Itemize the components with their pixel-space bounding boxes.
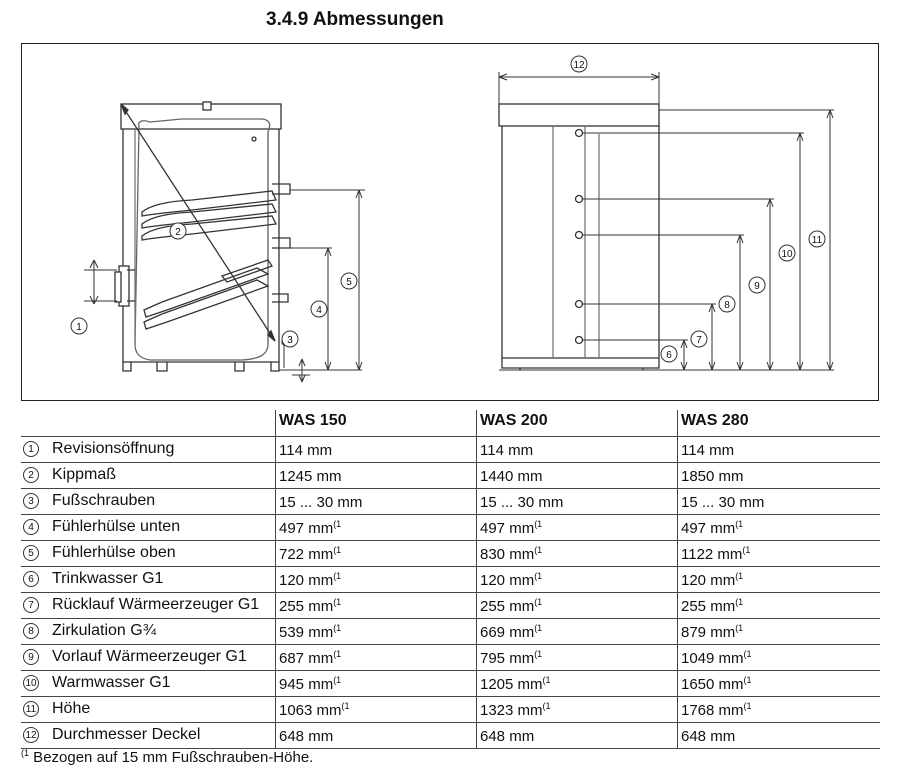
row-number: 7: [23, 597, 39, 613]
row-value: 120 mm(1: [480, 571, 543, 589]
lower-heat-coil: [143, 259, 289, 330]
row-value: 114 mm: [681, 442, 735, 459]
row-value: 114 mm: [279, 442, 333, 459]
row-label: Kippmaß: [52, 466, 117, 483]
row-value: 722 mm(1: [279, 545, 342, 563]
row-value: 497 mm(1: [279, 519, 342, 537]
row-label: Fühlerhülse unten: [52, 518, 181, 535]
ref-8: 8: [724, 300, 730, 311]
dimension-drawing: 1 2 3 4 5 12 6 7 8 9 10 11: [21, 43, 879, 401]
header-was-280: WAS 280: [681, 412, 749, 429]
row-number: 11: [23, 701, 39, 717]
table-row: 7 Rücklauf Wärmeerzeuger G1 255 mm(1 255 mm…: [21, 592, 880, 618]
row-value: 1440 mm: [480, 468, 543, 485]
row-value: 114 mm: [480, 442, 534, 459]
table-row: 8 Zirkulation G¾ 539 mm(1 669 mm(1 879 mm(1: [21, 618, 880, 644]
row-value: 669 mm(1: [480, 623, 543, 641]
row-label: Fühlerhülse oben: [52, 544, 176, 561]
row-label: Revisionsöffnung: [52, 440, 175, 457]
ref-4: 4: [316, 305, 322, 316]
upper-heat-coil: [141, 183, 291, 249]
table-header: WAS 150 WAS 200 WAS 280: [21, 410, 880, 436]
row-value: 648 mm: [681, 728, 736, 745]
row-number: 12: [23, 727, 39, 743]
row-value: 830 mm(1: [480, 545, 543, 563]
footnote: (1 Bezogen auf 15 mm Fußschrauben-Höhe.: [21, 748, 313, 766]
row-number: 8: [23, 623, 39, 639]
row-value: 1650 mm(1: [681, 675, 752, 693]
ref-11: 11: [812, 235, 823, 246]
row-value: 1049 mm(1: [681, 649, 752, 667]
row-number: 4: [23, 519, 39, 535]
row-value: 497 mm(1: [681, 519, 744, 537]
footnote-text: Bezogen auf 15 mm Fußschrauben-Höhe.: [29, 749, 314, 766]
ref-2: 2: [175, 227, 181, 238]
ref-6: 6: [666, 350, 672, 361]
row-value: 1063 mm(1: [279, 701, 350, 719]
ref-7: 7: [696, 335, 702, 346]
row-label: Fußschrauben: [52, 492, 156, 509]
table-row: 2 Kippmaß 1245 mm 1440 mm 1850 mm: [21, 462, 880, 488]
row-value: 1122 mm(1: [681, 545, 751, 563]
row-value: 1850 mm: [681, 468, 744, 485]
table-row: 9 Vorlauf Wärmeerzeuger G1 687 mm(1 795 mm(…: [21, 644, 880, 670]
row-value: 15 ... 30 mm: [480, 494, 564, 511]
table-row: 11 Höhe 1063 mm(1 1323 mm(1 1768 mm(1: [21, 696, 880, 722]
row-value: 1323 mm(1: [480, 701, 551, 719]
row-number: 10: [23, 675, 39, 691]
row-label: Zirkulation G¾: [52, 622, 157, 639]
row-number: 9: [23, 649, 39, 665]
row-value: 120 mm(1: [681, 571, 744, 589]
table-row: 3 Fußschrauben 15 ... 30 mm 15 ... 30 mm 15 …: [21, 488, 880, 514]
table-row: 10 Warmwasser G1 945 mm(1 1205 mm(1 1650 mm(…: [21, 670, 880, 696]
row-value: 648 mm: [480, 728, 535, 745]
row-value: 795 mm(1: [480, 649, 543, 667]
row-value: 648 mm: [279, 728, 334, 745]
footnote-mark: (1: [21, 748, 30, 758]
row-number: 2: [23, 467, 39, 483]
ref-5: 5: [346, 277, 352, 288]
header-was-200: WAS 200: [480, 412, 548, 429]
row-value: 15 ... 30 mm: [279, 494, 363, 511]
front-view-tank: [498, 103, 660, 370]
row-label: Durchmesser Deckel: [52, 726, 201, 743]
table-row: 1 Revisionsöffnung 114 mm 114 mm 114 mm: [21, 436, 880, 462]
tank-drawing-svg: 1 2 3 4 5 12 6 7 8 9 10 11: [70, 55, 834, 383]
row-value: 255 mm(1: [279, 597, 342, 615]
row-label: Warmwasser G1: [52, 674, 171, 691]
row-number: 3: [23, 493, 39, 509]
ref-10: 10: [781, 249, 793, 260]
table-row: 6 Trinkwasser G1 120 mm(1 120 mm(1 120 mm(1: [21, 566, 880, 592]
row-value: 497 mm(1: [480, 519, 543, 537]
ref-9: 9: [754, 281, 760, 292]
row-value: 945 mm(1: [279, 675, 342, 693]
table-row: 12 Durchmesser Deckel 648 mm 648 mm 648 mm: [21, 722, 880, 749]
ref-3: 3: [287, 335, 293, 346]
row-label: Trinkwasser G1: [52, 570, 164, 587]
row-value: 1205 mm(1: [480, 675, 551, 693]
row-value: 15 ... 30 mm: [681, 494, 765, 511]
row-number: 6: [23, 571, 39, 587]
table-row: 4 Fühlerhülse unten 497 mm(1 497 mm(1 497 mm…: [21, 514, 880, 540]
row-number: 1: [23, 441, 39, 457]
table-row: 5 Fühlerhülse oben 722 mm(1 830 mm(1 1122 mm…: [21, 540, 880, 566]
row-value: 255 mm(1: [480, 597, 543, 615]
dimensions-table: WAS 150 WAS 200 WAS 280 1 Revisionsöffnun…: [21, 410, 880, 749]
row-value: 1768 mm(1: [681, 701, 752, 719]
row-value: 255 mm(1: [681, 597, 744, 615]
row-value: 879 mm(1: [681, 623, 744, 641]
header-was-150: WAS 150: [279, 412, 347, 429]
row-value: 1245 mm: [279, 468, 342, 485]
row-label: Höhe: [52, 700, 91, 717]
row-value: 539 mm(1: [279, 623, 342, 641]
row-value: 120 mm(1: [279, 571, 342, 589]
row-label: Rücklauf Wärmeerzeuger G1: [52, 596, 260, 613]
row-number: 5: [23, 545, 39, 561]
ref-12: 12: [573, 60, 585, 71]
row-label: Vorlauf Wärmeerzeuger G1: [52, 648, 247, 665]
section-title: 3.4.9 Abmessungen: [266, 9, 444, 30]
ref-1: 1: [76, 322, 82, 333]
row-value: 687 mm(1: [279, 649, 342, 667]
side-view-tank: [114, 101, 291, 372]
